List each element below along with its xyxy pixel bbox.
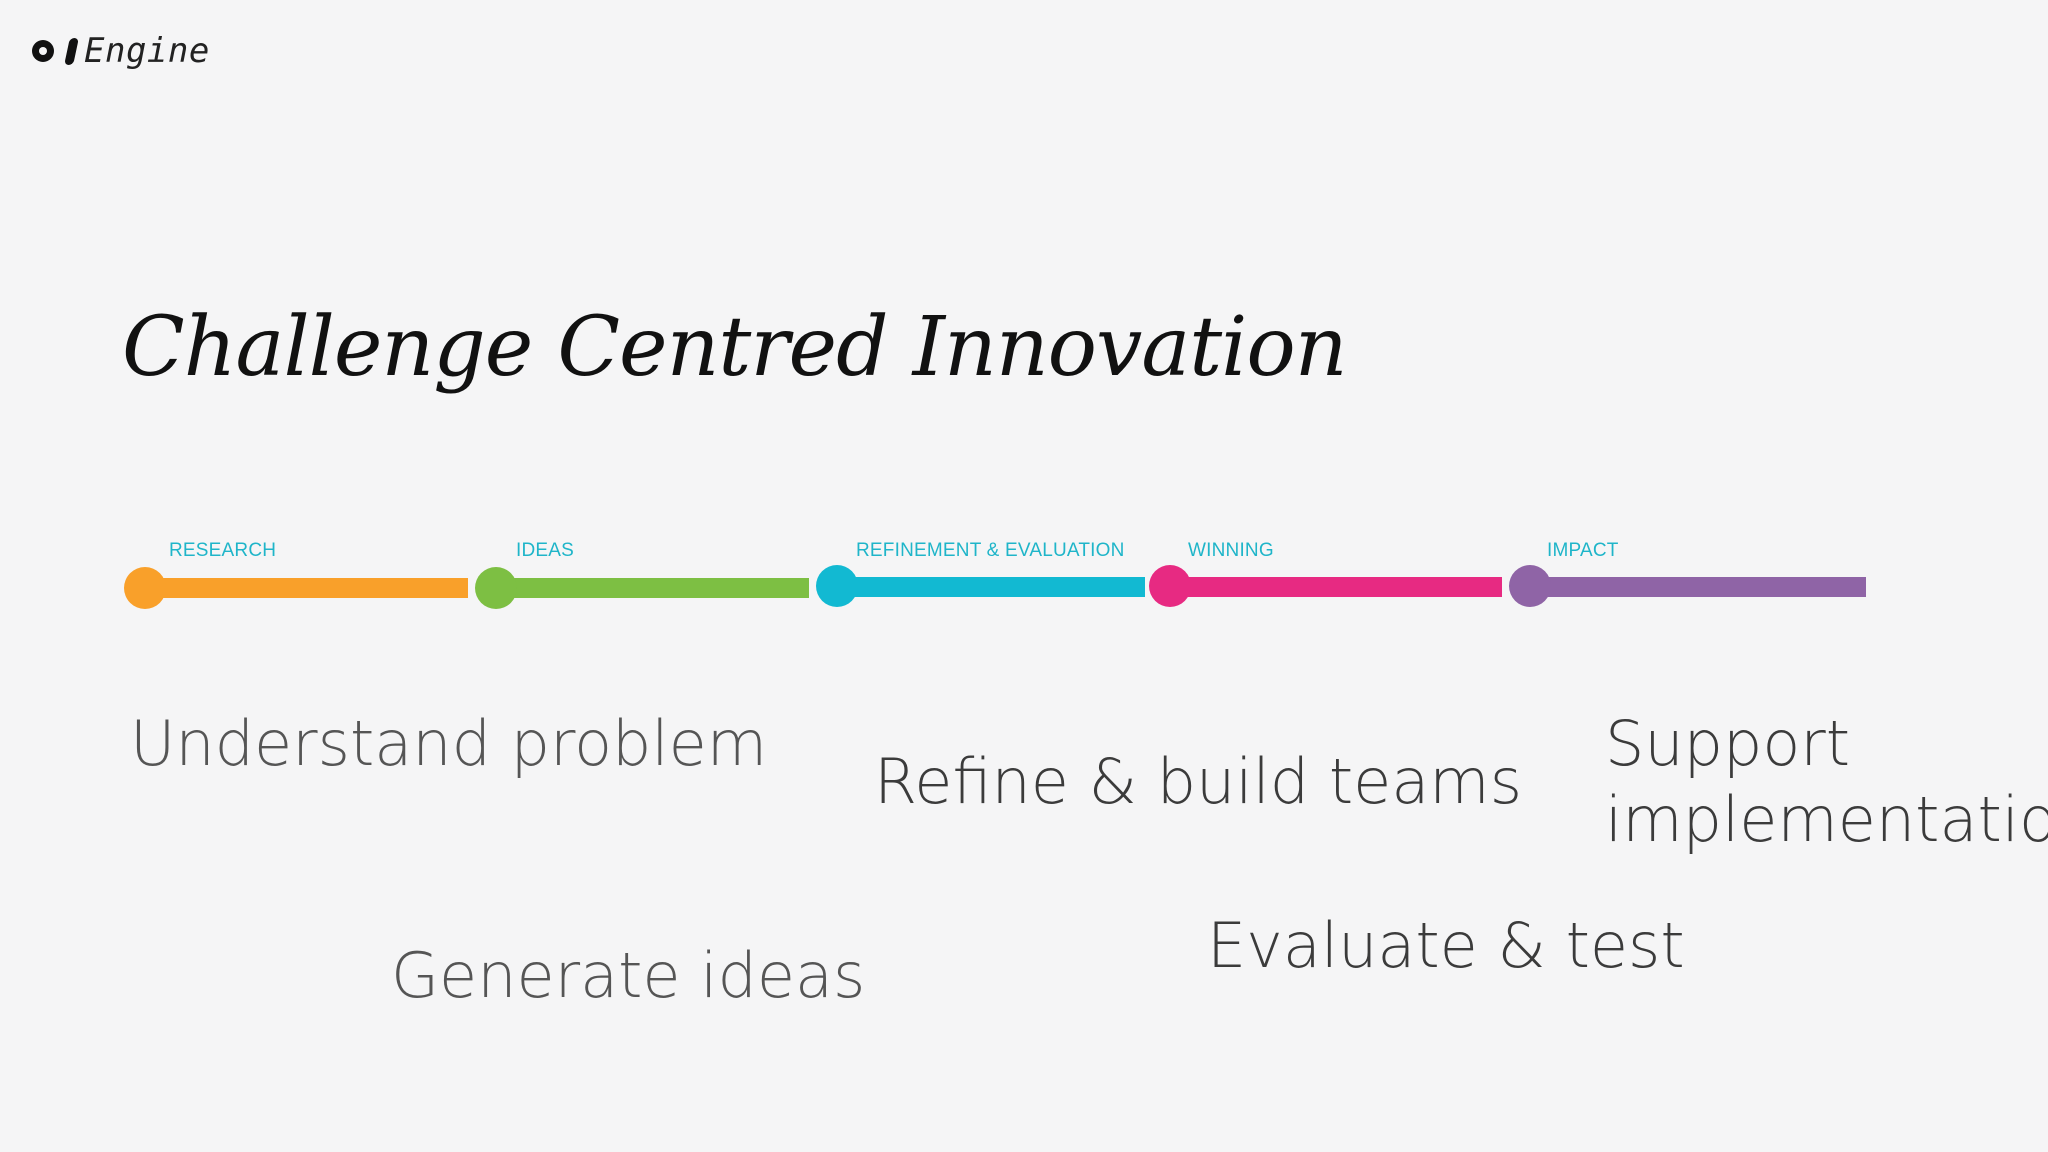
stage-label-ideas: IDEAS [516,540,575,561]
stage-line-winning [1170,577,1502,597]
stage-dot-research [124,567,166,609]
phrase-support-line-1: Support [1605,707,1851,780]
stage-label-winning: WINNING [1188,540,1274,561]
stage-dot-refinement [816,565,858,607]
stage-label-refinement: REFINEMENT & EVALUATION [856,540,1125,561]
engine-logo-icon [30,30,82,72]
phrase-refine-build-teams: Refine & build teams [874,745,1523,818]
stage-dot-winning [1149,565,1191,607]
phrase-understand-problem: Understand problem [130,707,768,780]
stage-line-impact [1530,577,1866,597]
logo-text: Engine [84,31,210,71]
phrase-support-line-2: implementation [1605,783,2048,856]
stage-timeline: RESEARCH IDEAS REFINEMENT & EVALUATION W… [0,520,2048,620]
engine-logo: Engine [30,30,210,72]
page-title: Challenge Centred Innovation [122,300,1348,395]
stage-label-research: RESEARCH [169,540,277,561]
stage-line-refinement [837,577,1145,597]
stage-dot-impact [1509,565,1551,607]
stage-line-research [146,578,468,598]
phrase-generate-ideas: Generate ideas [391,939,866,1012]
stage-dot-ideas [475,567,517,609]
stage-label-impact: IMPACT [1547,540,1619,561]
stage-line-ideas [496,578,809,598]
phrase-evaluate-test: Evaluate & test [1207,909,1685,982]
